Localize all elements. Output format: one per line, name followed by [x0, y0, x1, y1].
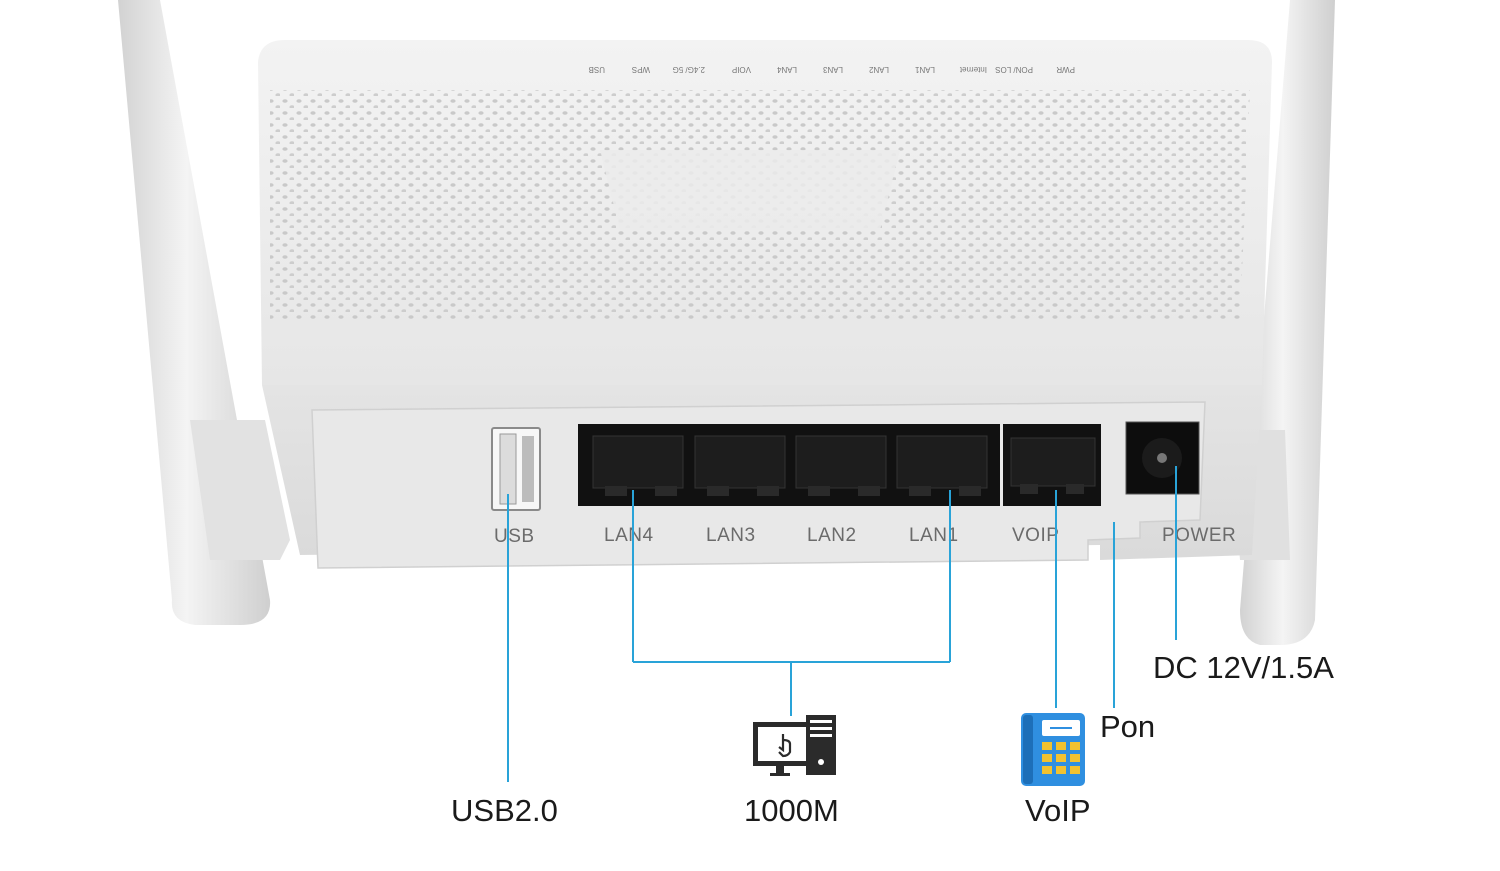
- port-label-lan4: LAN4: [604, 525, 654, 546]
- leader-lines: [507, 466, 1177, 782]
- left-antenna: [118, 0, 290, 625]
- led-label: PWR: [1056, 65, 1075, 74]
- port-label-lan2: LAN2: [807, 525, 857, 546]
- callout-usb: USB2.0: [451, 793, 558, 828]
- computer-icon: [753, 715, 836, 776]
- lan4-port[interactable]: [592, 435, 684, 496]
- led-label: LAN3: [822, 65, 843, 74]
- led-label: Internet: [959, 65, 987, 74]
- power-jack[interactable]: [1125, 421, 1200, 495]
- led-label: LAN2: [868, 65, 889, 74]
- voip-port[interactable]: [1010, 437, 1096, 494]
- led-label: 2.4G/ 5G: [673, 65, 705, 74]
- phone-icon: [1021, 713, 1085, 786]
- port-label-usb: USB: [494, 526, 535, 547]
- led-label: VOIP: [732, 65, 751, 74]
- lan1-port[interactable]: [896, 435, 988, 496]
- port-label-power: POWER: [1162, 525, 1236, 546]
- led-label-row: PWR PON/ LOS Internet LAN1 LAN2 LAN3 LAN…: [589, 65, 1075, 74]
- callout-power: DC 12V/1.5A: [1153, 650, 1334, 685]
- callout-lan: 1000M: [744, 793, 839, 828]
- lan3-port[interactable]: [694, 435, 786, 496]
- led-label: PON/ LOS: [995, 65, 1033, 74]
- usb-port[interactable]: [491, 427, 541, 511]
- callout-pon: Pon: [1100, 709, 1156, 744]
- port-label-lan1: LAN1: [909, 525, 959, 546]
- router-top: [258, 40, 1272, 385]
- port-label-voip: VOIP: [1012, 525, 1059, 546]
- port-label-lan3: LAN3: [706, 525, 756, 546]
- callout-voip: VoIP: [1025, 793, 1091, 828]
- led-label: LAN1: [914, 65, 935, 74]
- lan2-port[interactable]: [795, 435, 887, 496]
- led-label: LAN4: [776, 65, 797, 74]
- led-label: USB: [589, 65, 605, 74]
- led-label: WPS: [632, 65, 650, 74]
